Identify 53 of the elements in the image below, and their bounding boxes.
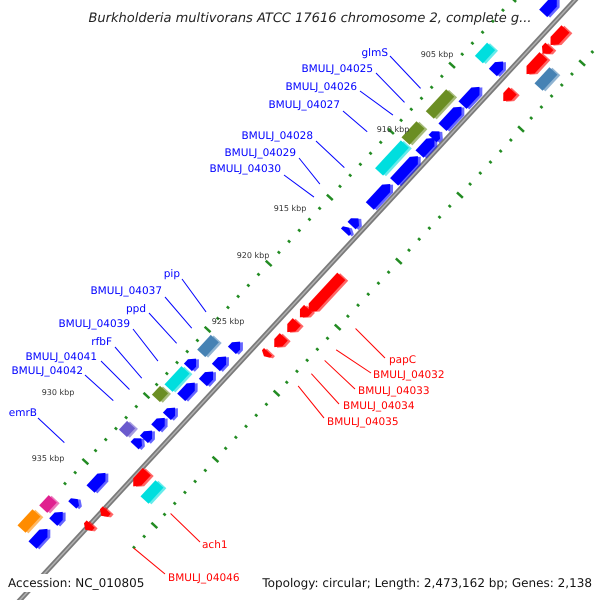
leader-line [316, 140, 345, 168]
leader-line [390, 56, 422, 89]
leader-line [355, 328, 386, 358]
leader-line [298, 385, 324, 418]
leader-line [284, 174, 314, 198]
position-label: 920 kbp [236, 250, 270, 262]
gene-label: BMULJ_04032 [373, 367, 445, 383]
map-title: Burkholderia multivorans ATCC 17616 chromosome 2, complete g... [88, 10, 532, 28]
gene-label: BMULJ_04029 [224, 145, 296, 161]
leader-line [342, 110, 368, 132]
gene-label: emrB [8, 405, 37, 421]
leader-line [376, 72, 406, 103]
gene-label: BMULJ_04027 [268, 97, 340, 113]
gene-label: BMULJ_04046 [168, 570, 240, 586]
leader-line [170, 512, 200, 542]
gene-label: BMULJ_04025 [301, 61, 373, 77]
position-label: 935 kbp [32, 453, 64, 465]
position-label: 930 kbp [42, 387, 74, 399]
leader-line [298, 158, 320, 185]
leader-line [148, 312, 178, 344]
gene-label: ppd [126, 301, 146, 317]
gene-label: BMULJ_04033 [358, 383, 430, 399]
gene-label: BMULJ_04034 [343, 398, 415, 414]
position-label: 925 kbp [212, 316, 244, 328]
gene-label: BMULJ_04039 [58, 316, 130, 332]
gene-label: BMULJ_04035 [327, 414, 399, 430]
leader-line [133, 548, 166, 574]
leader-line [114, 346, 142, 379]
leader-line [336, 349, 372, 374]
leader-line [164, 296, 192, 329]
gene-label: pip [164, 266, 180, 282]
leader-line [100, 360, 130, 390]
gene-label: BMULJ_04042 [11, 363, 83, 379]
leader-line [38, 418, 65, 444]
gene-label: BMULJ_04030 [209, 161, 281, 177]
position-label: 915 kbp [274, 203, 306, 215]
leader-line [182, 278, 207, 312]
gene-label: BMULJ_04028 [241, 128, 313, 144]
gene-label: papC [389, 352, 416, 368]
gene-label: BMULJ_04041 [25, 349, 97, 365]
position-label: 905 kbp [420, 49, 454, 61]
gene-label: ach1 [202, 537, 228, 553]
gene-label: BMULJ_04037 [90, 283, 162, 299]
leader-line [324, 360, 356, 390]
position-label: 910 kbp [376, 124, 410, 136]
leader-line [360, 90, 394, 116]
gene-label: BMULJ_04026 [285, 79, 357, 95]
leader-line [84, 374, 114, 402]
gene-label: rfbF [91, 334, 112, 350]
accession-label: Accession: NC_010805 [8, 574, 144, 592]
leader-line [310, 373, 340, 404]
leader-line [132, 328, 158, 362]
gene-label: glmS [362, 45, 388, 61]
